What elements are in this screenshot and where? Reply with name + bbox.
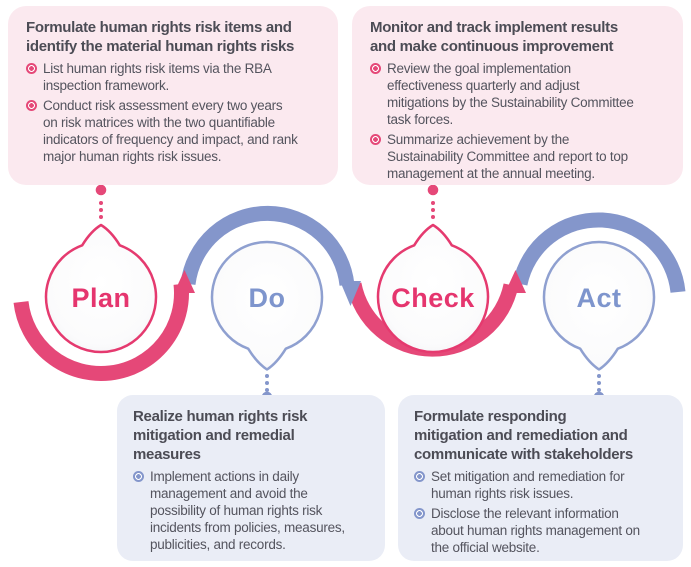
list-item: Set mitigation and remediation for human…: [414, 468, 667, 502]
plan-label: Plan: [71, 283, 130, 313]
flow-arrow-down-icon: [340, 281, 361, 306]
act-box-title: Formulate responding mitigation and reme…: [414, 408, 633, 463]
act-bullet-2: Disclose the relevant information about …: [431, 506, 640, 555]
bullet-icon: [370, 134, 381, 145]
bullet-icon: [414, 508, 425, 519]
do-arc: [180, 205, 355, 286]
bullet-icon: [414, 471, 425, 482]
do-info-box: Realize human rights risk mitigation and…: [117, 395, 385, 561]
bullet-icon: [133, 471, 144, 482]
bullet-icon: [370, 63, 381, 74]
plan-box-title: Formulate human rights risk items and id…: [26, 19, 295, 55]
do-label: Do: [249, 283, 286, 313]
bullet-icon: [26, 100, 37, 111]
do-balloon: [210, 240, 324, 371]
act-label: Act: [576, 283, 621, 313]
check-bullet-2: Summarize achievement by the Sustainabil…: [387, 132, 628, 181]
plan-bullet-1: List human rights risk items via the RBA…: [43, 61, 272, 93]
list-item: Implement actions in daily management an…: [133, 468, 369, 553]
list-item: Conduct risk assessment every two years …: [26, 97, 320, 165]
plan-arc: [13, 283, 189, 381]
flow-arrow-up-icon: [174, 270, 195, 293]
list-item: Disclose the relevant information about …: [414, 505, 667, 556]
do-bullet-1: Implement actions in daily management an…: [150, 469, 345, 552]
plan-balloon: [44, 223, 158, 354]
list-item: Summarize achievement by the Sustainabil…: [370, 131, 665, 182]
act-arc: [512, 212, 686, 293]
plan-info-box: Formulate human rights risk items and id…: [8, 6, 338, 185]
bullet-icon: [26, 63, 37, 74]
check-connector: [427, 185, 439, 219]
check-bullet-1: Review the goal implementation effective…: [387, 61, 634, 127]
pdca-cycle-graphic: Plan Do Check Act: [13, 185, 686, 400]
flow-arrow-up-icon: [505, 270, 526, 293]
list-item: Review the goal implementation effective…: [370, 60, 665, 128]
plan-bullet-2: Conduct risk assessment every two years …: [43, 98, 298, 164]
list-item: List human rights risk items via the RBA…: [26, 60, 320, 94]
check-label: Check: [391, 283, 475, 313]
act-balloon: [542, 240, 656, 371]
do-box-title: Realize human rights risk mitigation and…: [133, 408, 308, 463]
act-bullet-1: Set mitigation and remediation for human…: [431, 469, 625, 501]
check-box-title: Monitor and track implement results and …: [370, 19, 618, 55]
plan-connector: [95, 185, 107, 219]
check-balloon: [376, 223, 490, 354]
act-info-box: Formulate responding mitigation and reme…: [398, 395, 683, 561]
check-info-box: Monitor and track implement results and …: [352, 6, 683, 185]
